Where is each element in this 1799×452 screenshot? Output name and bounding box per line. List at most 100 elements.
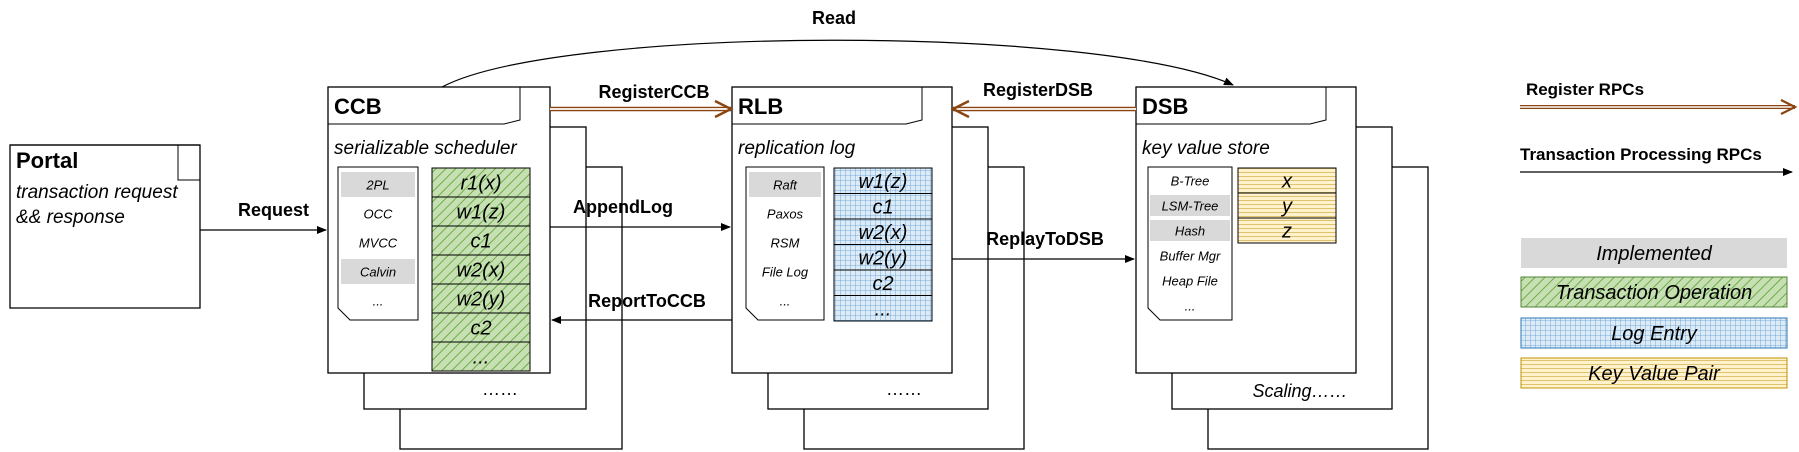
ccb-more: …… (482, 379, 518, 399)
dsb-engine-list (1147, 166, 1233, 321)
replay-to-dsb-arrow: ReplayToDSB (952, 229, 1135, 263)
dsb-key-label: x (1281, 171, 1293, 193)
request-arrow: Request (200, 200, 327, 234)
dsb-engine-item: Hash (1175, 224, 1205, 239)
legend-key-value-pair: Key Value Pair (1520, 357, 1788, 389)
dsb-stack: DSB key value store B-TreeLSM-TreeHashBu… (1135, 86, 1429, 450)
ccb-box: CCB serializable scheduler 2PL OCC MVCC Cal… (327, 86, 551, 399)
portal-title: Portal (16, 148, 78, 173)
register-ccb-arrow: RegisterCCB (550, 82, 734, 119)
ccb-scheduler-item: ... (373, 294, 384, 309)
ccb-op-cell (431, 341, 531, 372)
ccb-op-label: c1 (470, 231, 491, 253)
portal-box: Portal transaction request && response (9, 144, 201, 309)
rlb-entry-label: c2 (872, 273, 893, 295)
dsb-engine-item: LSM-Tree (1162, 199, 1219, 214)
rlb-entry-cell (833, 167, 933, 194)
request-label: Request (238, 200, 309, 220)
legend-log-entry: Log Entry (1520, 317, 1788, 349)
ccb-op-cell (431, 312, 531, 343)
rlb-entry-label: w1(z) (859, 171, 908, 193)
register-dsb-arrow: RegisterDSB (950, 80, 1136, 119)
legend-register-rpcs: Register RPCs (1520, 80, 1798, 115)
legend: Register RPCs Transaction Processing RPC… (1520, 80, 1798, 389)
rlb-more: …… (886, 379, 922, 399)
legend-txn-rpcs: Transaction Processing RPCs (1520, 145, 1793, 176)
dsb-key-cell (1237, 192, 1337, 219)
rlb-log-entries: w1(z) c1 w2(x) w2(y) c2... (833, 167, 933, 322)
dsb-engine-item: ... (1185, 299, 1196, 314)
ccb-scheduler-item: 2PL (365, 178, 389, 193)
ccb-stack: CCB serializable scheduler 2PL OCC MVCC Cal… (327, 86, 623, 450)
ccb-scheduler-implemented-highlight (341, 172, 415, 197)
rlb-protocol-item: Paxos (767, 207, 804, 222)
dsb-engine-item: Buffer Mgr (1160, 249, 1221, 264)
ccb-op-label: ... (473, 347, 490, 369)
ccb-title: CCB (334, 94, 382, 119)
replay-to-dsb-label: ReplayToDSB (986, 229, 1104, 249)
ccb-op-label: w1(z) (457, 202, 506, 224)
dsb-title: DSB (1142, 94, 1188, 119)
portal-desc-line1: transaction request (16, 182, 178, 203)
legend-log-entry-label: Log Entry (1611, 323, 1698, 345)
append-log-arrow: AppendLog (550, 197, 731, 231)
rlb-subtitle: replication log (738, 138, 856, 159)
append-log-label: AppendLog (573, 197, 673, 217)
ccb-scheduler-item: MVCC (359, 236, 398, 251)
ccb-op-label: w2(y) (457, 289, 506, 311)
read-label: Read (812, 8, 856, 28)
ccb-operations: r1(x) w1(z) c1 w2(x) w2(y) c2... (431, 167, 531, 372)
ccb-op-label: r1(x) (460, 173, 501, 195)
ccb-scheduler-implemented-highlight (341, 259, 415, 284)
rlb-protocol-list (745, 166, 825, 321)
ccb-op-cell (431, 283, 531, 314)
ccb-subtitle: serializable scheduler (334, 138, 517, 159)
ccb-op-cell (431, 225, 531, 256)
ccb-op-label: w2(x) (457, 260, 506, 282)
portal-desc-line2: && response (16, 207, 125, 228)
report-to-ccb-label: ReportToCCB (588, 291, 706, 311)
dsb-engine-implemented-highlight (1150, 220, 1230, 241)
register-dsb-label: RegisterDSB (983, 80, 1093, 100)
rlb-protocol-item: ... (780, 294, 791, 309)
ccb-scheduler-item: OCC (364, 207, 394, 222)
ccb-op-cell (431, 167, 531, 198)
legend-txn-rpcs-label: Transaction Processing RPCs (1520, 145, 1762, 164)
dsb-key-cell (1237, 217, 1337, 244)
rlb-protocol-item: File Log (762, 265, 809, 280)
dsb-key-label: z (1281, 221, 1292, 243)
dsb-subtitle: key value store (1142, 138, 1270, 159)
dsb-box: DSB key value store B-TreeLSM-TreeHashBu… (1135, 86, 1357, 401)
rlb-entry-label: ... (875, 298, 892, 320)
rlb-entry-label: w2(x) (859, 222, 908, 244)
dsb-scaling: Scaling…… (1252, 381, 1347, 401)
ccb-scheduler-item: Calvin (360, 265, 396, 280)
rlb-protocol-implemented-highlight (749, 172, 821, 197)
dsb-engine-implemented-highlight (1150, 195, 1230, 216)
legend-transaction-operation-label: Transaction Operation (1556, 282, 1752, 304)
read-arrow: Read (441, 8, 1234, 88)
ccb-op-label: c2 (470, 318, 491, 340)
register-ccb-label: RegisterCCB (598, 82, 709, 102)
rlb-entry-cell (833, 244, 933, 271)
rlb-entry-label: c1 (872, 196, 893, 218)
report-to-ccb-arrow: ReportToCCB (551, 291, 732, 324)
legend-register-rpcs-label: Register RPCs (1526, 80, 1644, 99)
rlb-protocol-item: Raft (773, 178, 798, 193)
rlb-entry-label: w2(y) (859, 247, 908, 269)
rlb-title: RLB (738, 94, 783, 119)
rlb-protocol-item: RSM (771, 236, 800, 251)
dsb-engine-item: B-Tree (1171, 174, 1210, 189)
legend-implemented: Implemented (1521, 238, 1787, 268)
dsb-key-value-pairs: xyz (1237, 167, 1337, 244)
legend-implemented-label: Implemented (1596, 243, 1712, 265)
legend-key-value-pair-label: Key Value Pair (1588, 363, 1721, 385)
rlb-entry-cell (833, 295, 933, 322)
dsb-key-label: y (1280, 196, 1293, 218)
dsb-key-cell (1237, 167, 1337, 194)
dsb-engine-item: Heap File (1162, 274, 1218, 289)
legend-transaction-operation: Transaction Operation (1520, 276, 1788, 308)
